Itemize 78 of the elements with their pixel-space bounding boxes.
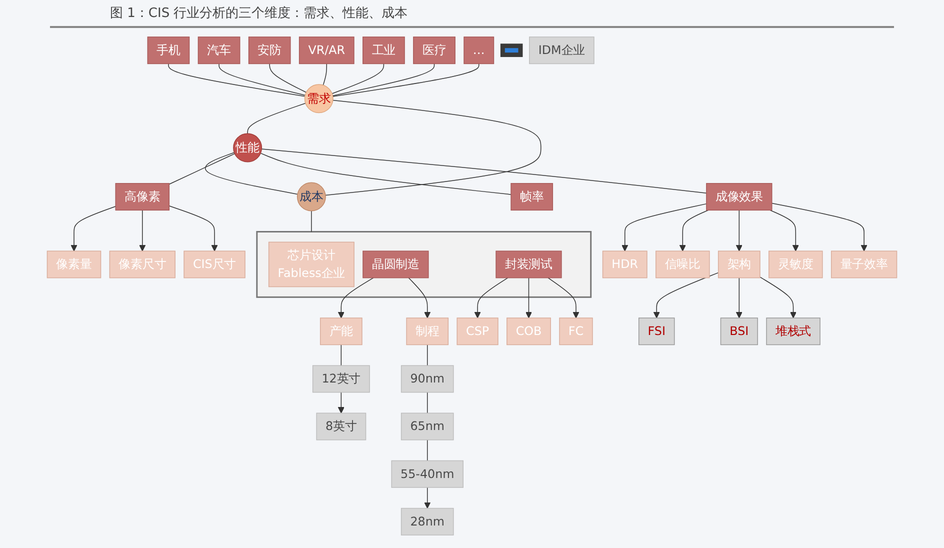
node-box: 28nm — [400, 507, 454, 535]
node-circle: 成本 — [296, 182, 326, 211]
node-box: 芯片设计 Fabless企业 — [268, 241, 354, 287]
connector — [325, 99, 542, 196]
connector — [332, 62, 384, 94]
node-box: 90nm — [400, 364, 454, 392]
node-box: 像素尺寸 — [109, 250, 176, 278]
arrow — [424, 486, 431, 508]
connector — [340, 344, 342, 366]
cluster — [256, 230, 592, 298]
node-box: 堆栈式 — [766, 317, 820, 345]
connector — [332, 62, 480, 96]
node-box: 8英寸 — [316, 412, 366, 440]
arrow — [772, 202, 868, 251]
connector — [218, 62, 306, 96]
node-box: 架构 — [718, 250, 760, 278]
node-box: 安防 — [248, 36, 291, 64]
node-box: BSI — [720, 317, 758, 345]
connector — [332, 62, 435, 96]
connector — [269, 62, 307, 92]
arrow — [525, 276, 532, 318]
node-box: 工业 — [362, 36, 405, 64]
node-box: 65nm — [400, 412, 454, 440]
connector — [311, 210, 312, 232]
node-box: HDR — [602, 250, 648, 278]
node-circle: 性能 — [233, 132, 262, 162]
node-circle: 需求 — [304, 84, 334, 113]
connector — [168, 62, 306, 96]
arrow — [622, 202, 707, 251]
node-box: 汽车 — [198, 36, 240, 64]
node-box: 信噪比 — [656, 250, 710, 278]
node-box: COB — [506, 317, 551, 345]
connector — [205, 152, 298, 194]
figure-title: 图 1：CIS 行业分析的三个维度：需求、性能、成本 — [50, 0, 894, 28]
node-box: FC — [559, 317, 593, 345]
node-box: 12英寸 — [312, 364, 370, 392]
connector — [247, 102, 306, 134]
node-box: 手机 — [147, 36, 190, 64]
node-box: 像素量 — [46, 250, 102, 278]
connector — [427, 344, 428, 366]
node-box: IDM企业 — [529, 36, 594, 64]
arrow — [736, 209, 742, 251]
node-box: … — [464, 36, 494, 64]
connector — [260, 152, 512, 194]
node-box: CIS尺寸 — [184, 250, 246, 278]
node-box: 55-40nm — [391, 460, 464, 488]
connector — [261, 148, 707, 193]
arrow — [736, 276, 742, 318]
node-box: 封装测试 — [496, 250, 562, 278]
node-box: FSI — [638, 317, 675, 345]
connector — [427, 391, 428, 413]
arrow — [408, 276, 431, 318]
arrow — [338, 276, 374, 318]
node-box: 灵敏度 — [768, 250, 823, 278]
arrow — [548, 276, 580, 318]
connector — [168, 152, 236, 184]
connector — [322, 62, 328, 86]
arrow — [679, 209, 709, 251]
connector — [427, 439, 428, 461]
node-box: 成像效果 — [706, 182, 772, 210]
arrow — [338, 391, 344, 413]
arrow — [168, 205, 218, 251]
arrow — [139, 209, 146, 251]
node-box: 医疗 — [413, 36, 456, 64]
node-box: 帧率 — [510, 182, 554, 210]
node-box: CSP — [456, 317, 498, 345]
node-box: 晶圆制造 — [362, 250, 429, 278]
node-box: 制程 — [406, 317, 449, 345]
arrow — [474, 276, 508, 318]
arrow — [653, 272, 719, 318]
node-box: VR/AR — [298, 36, 354, 64]
node-box: 高像素 — [115, 182, 170, 210]
arrow — [770, 209, 799, 251]
node-box — [500, 43, 523, 57]
arrow — [70, 206, 116, 251]
node-box: 量子效率 — [830, 250, 898, 278]
arrow — [760, 276, 797, 318]
node-box: 产能 — [320, 317, 362, 345]
